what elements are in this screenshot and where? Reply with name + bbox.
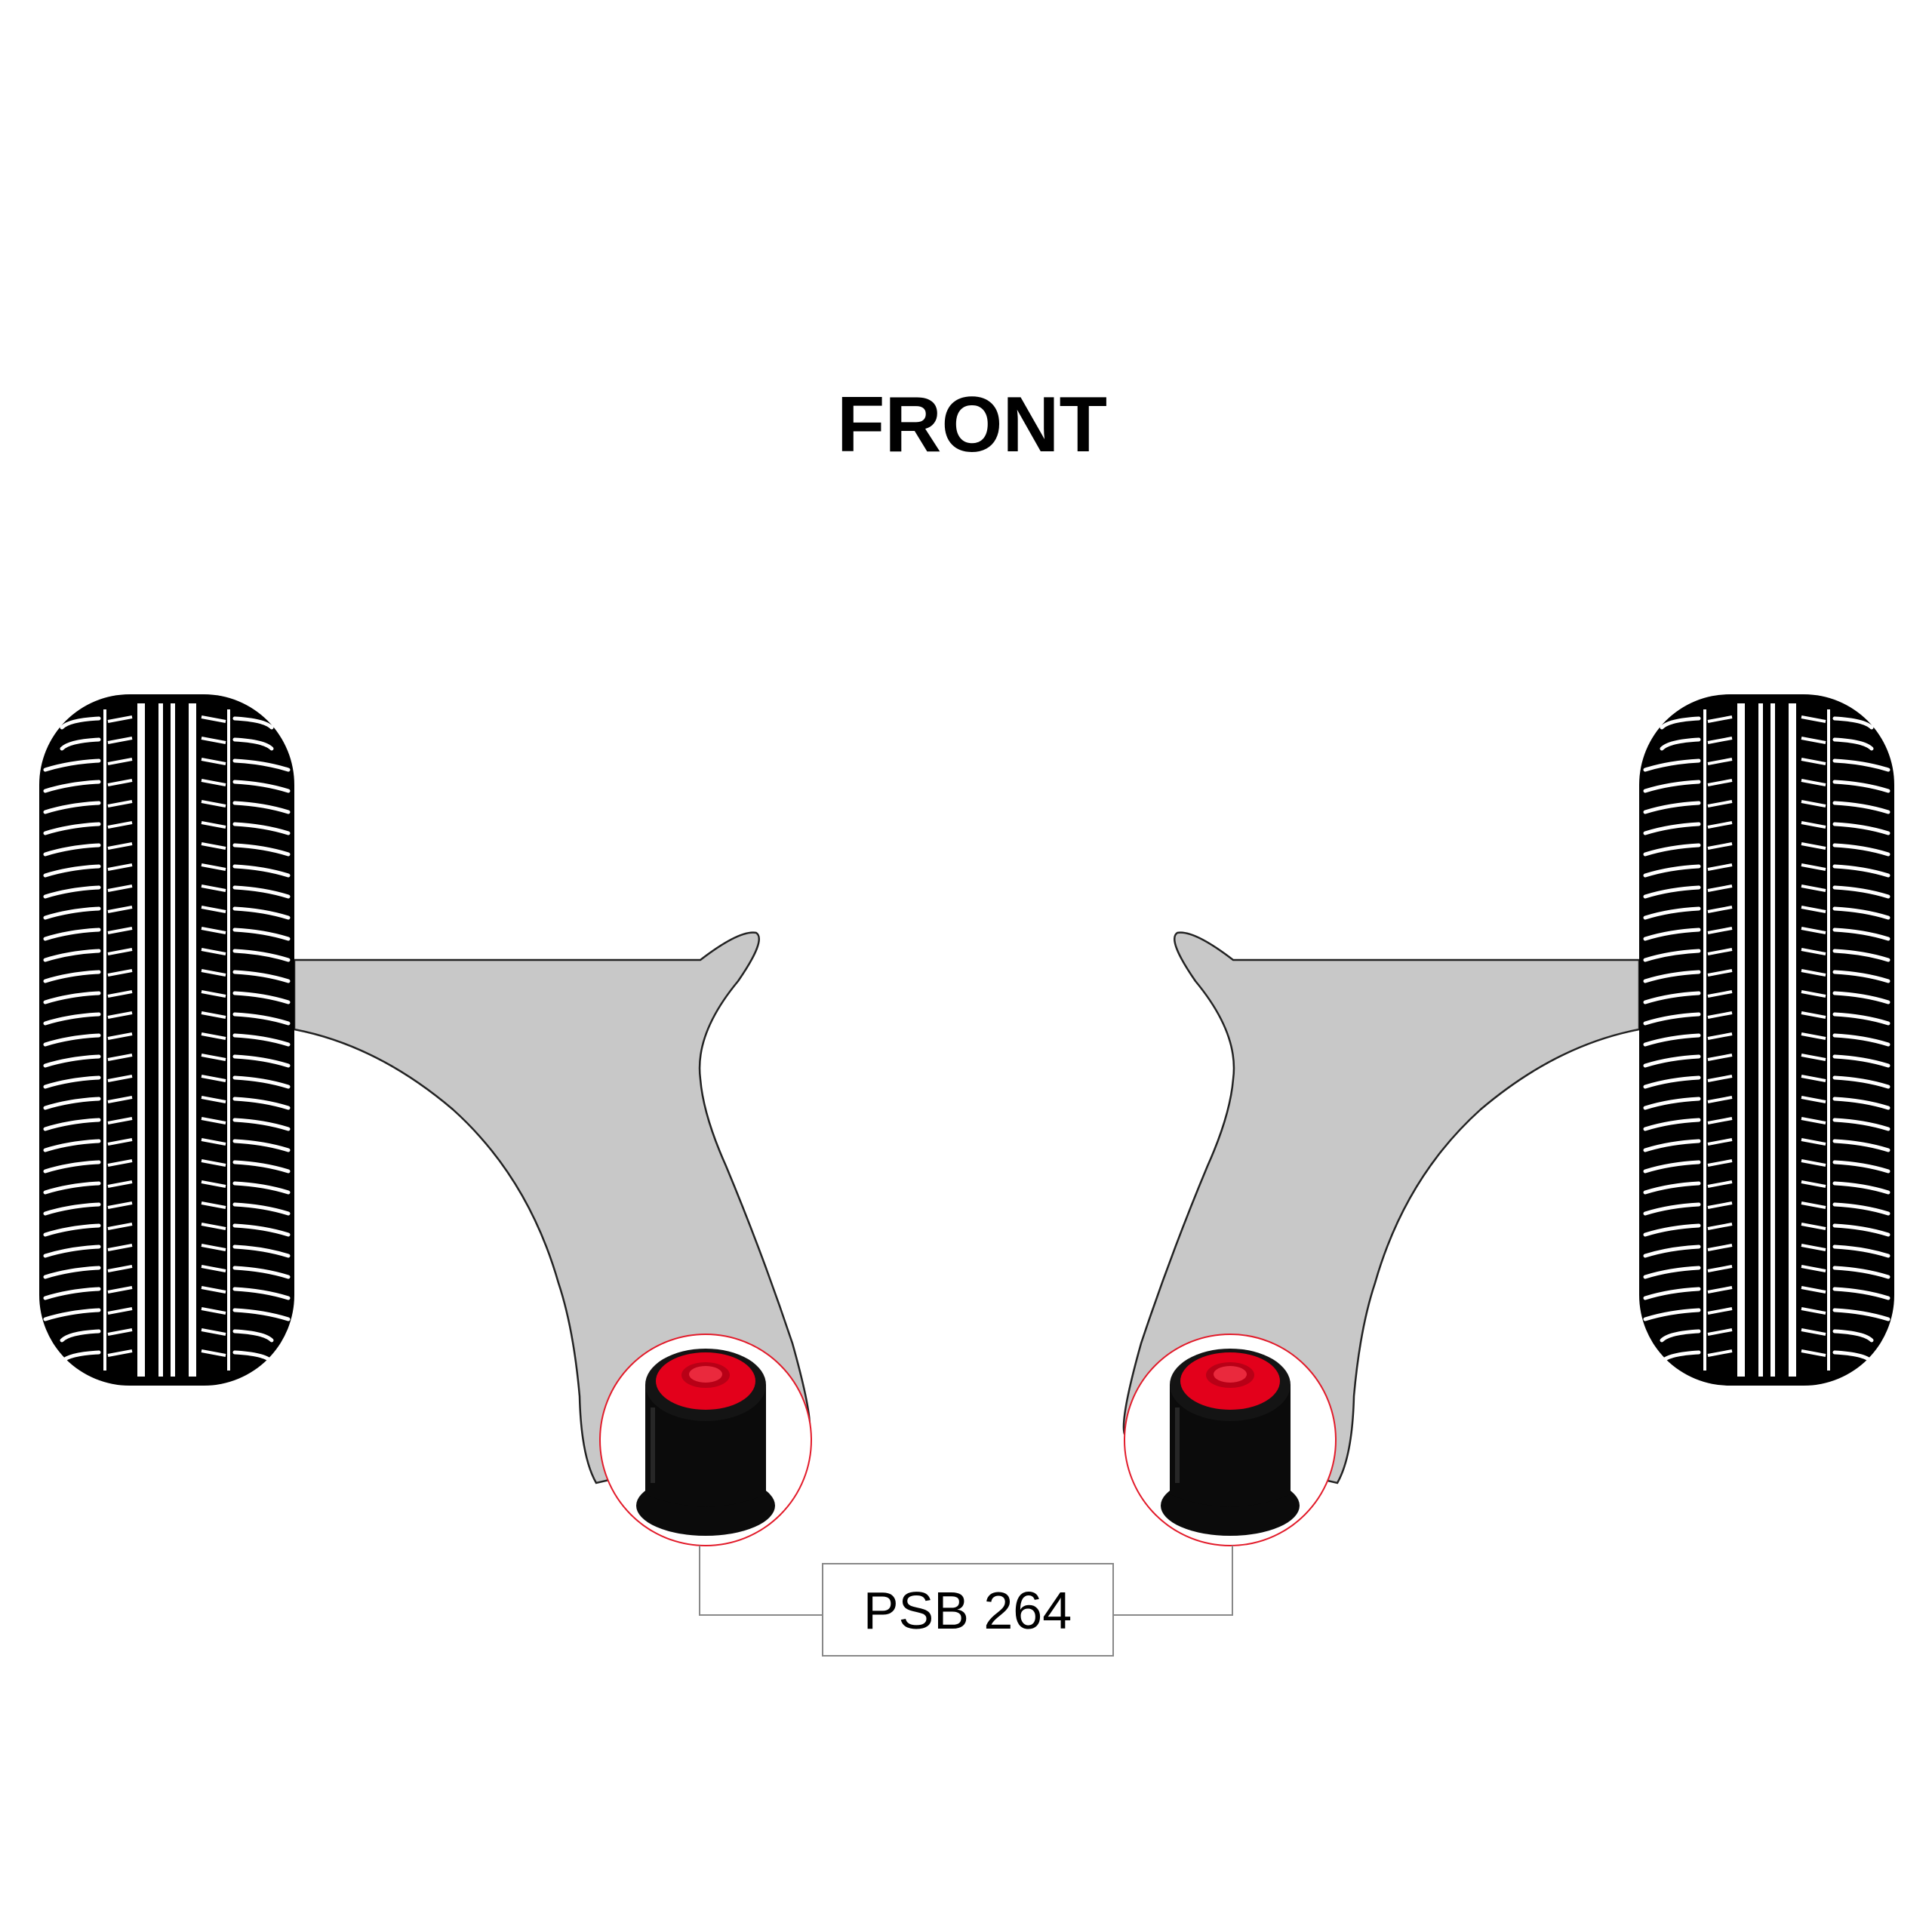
left-bush-icon (636, 1349, 775, 1536)
right-bush-icon (1161, 1349, 1300, 1536)
left-tyre-icon (39, 694, 294, 1386)
right-tyre-icon (1639, 694, 1894, 1386)
diagram-heading: FRONT (837, 381, 1107, 469)
left-bush-highlight (599, 1334, 812, 1546)
part-label-text: PSB 264 (863, 1581, 1072, 1640)
part-label-box (822, 1563, 1114, 1657)
part-label: PSB 264 (822, 1563, 1114, 1657)
right-bush-highlight (1124, 1334, 1337, 1546)
right-leader-line (1113, 1546, 1233, 1616)
left-leader-line (699, 1546, 823, 1616)
